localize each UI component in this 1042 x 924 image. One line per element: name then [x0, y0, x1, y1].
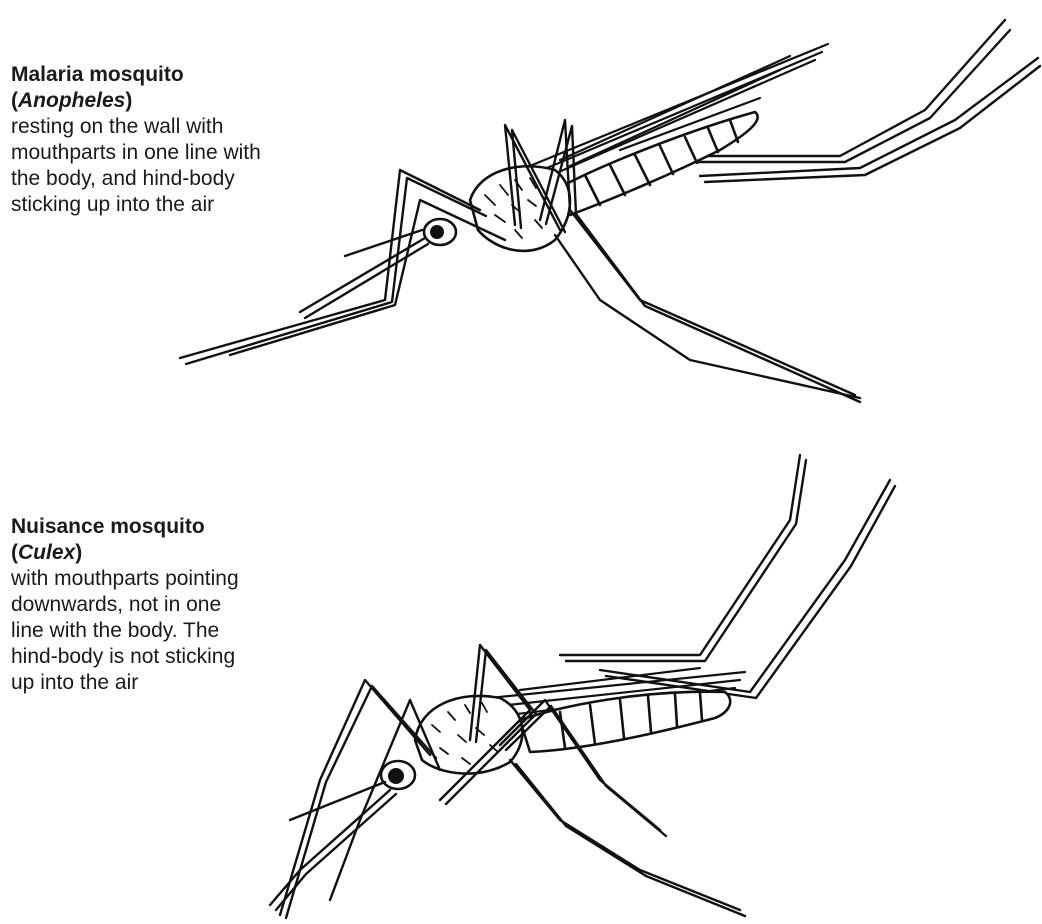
culex-head: [381, 761, 415, 789]
culex-upper-legs: [560, 455, 895, 698]
culex-illustration: [270, 455, 895, 918]
anopheles-head: [424, 219, 456, 245]
anopheles-illustration: [180, 20, 1040, 402]
culex-front-legs: [280, 680, 440, 918]
anopheles-front-legs: [180, 170, 505, 364]
